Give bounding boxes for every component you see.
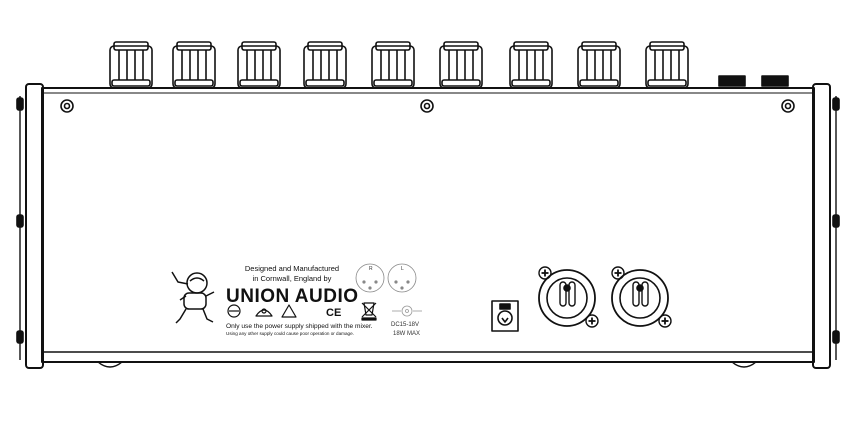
designed-line-1: Designed and Manufactured	[244, 264, 340, 273]
warning-sub: Using any other supply could cause poor …	[226, 331, 354, 336]
knob-6[interactable]	[439, 41, 483, 89]
switch-1	[718, 75, 746, 87]
xlr-pinout-diagram	[355, 263, 417, 293]
knob-7[interactable]	[509, 41, 553, 89]
dc-power-jack[interactable]	[491, 300, 519, 332]
designed-by-text: Designed and Manufactured in Cornwall, E…	[233, 264, 351, 284]
dc-voltage-label: DC15-18V	[391, 322, 420, 328]
dc-power-label: 18W MAX	[393, 331, 421, 337]
dc-polarity-icon	[392, 305, 422, 317]
knob-8[interactable]	[577, 41, 621, 89]
pinout-right-label: R	[369, 266, 373, 272]
ce-mark: CE	[326, 307, 342, 319]
switch-2	[761, 75, 789, 87]
xlr-output-right[interactable]	[611, 266, 672, 328]
brand-logo: UNION AUDIO	[226, 286, 359, 307]
pinout-left-label: L	[401, 266, 404, 272]
certification-icons	[227, 302, 377, 321]
warning-main: Only use the power supply shipped with t…	[226, 323, 373, 330]
knob-3[interactable]	[237, 41, 281, 89]
knob-2[interactable]	[172, 41, 216, 89]
knob-9[interactable]	[645, 41, 689, 89]
top-knobs	[109, 41, 689, 89]
astronaut-icon	[171, 271, 215, 324]
screws	[60, 99, 795, 113]
knob-5[interactable]	[371, 41, 415, 89]
chassis	[16, 83, 840, 369]
xlr-output-left[interactable]	[538, 266, 599, 328]
knob-1[interactable]	[109, 41, 153, 89]
knob-4[interactable]	[303, 41, 347, 89]
designed-line-2: in Cornwall, England by	[252, 274, 332, 283]
